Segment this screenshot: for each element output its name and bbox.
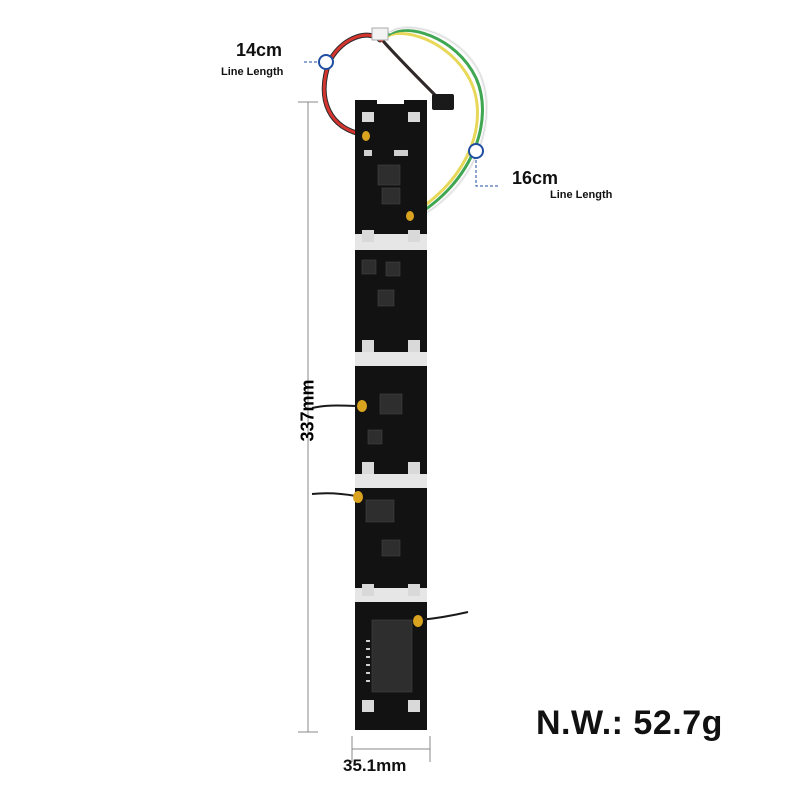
connector-plug: [371, 27, 389, 41]
wire-marker-2: [468, 143, 484, 159]
dimension-height-line: [298, 101, 318, 733]
wire-2-length-value: 16cm: [512, 168, 559, 188]
temperature-sensors: [311, 131, 469, 627]
dimension-width-line: [351, 736, 431, 762]
connector-black: [432, 94, 454, 110]
wire-1-length-caption: Line Length: [221, 66, 284, 78]
wire-1-length-value: 14cm: [236, 40, 283, 60]
board-width-label: 35.1mm: [343, 756, 407, 775]
pcb-board: [355, 100, 427, 730]
wire-marker-1: [318, 54, 334, 70]
wire-2-length-caption: Line Length: [550, 189, 613, 201]
net-weight-label: N.W.: 52.7g: [536, 704, 723, 742]
board-height-label: 337mm: [297, 379, 318, 442]
